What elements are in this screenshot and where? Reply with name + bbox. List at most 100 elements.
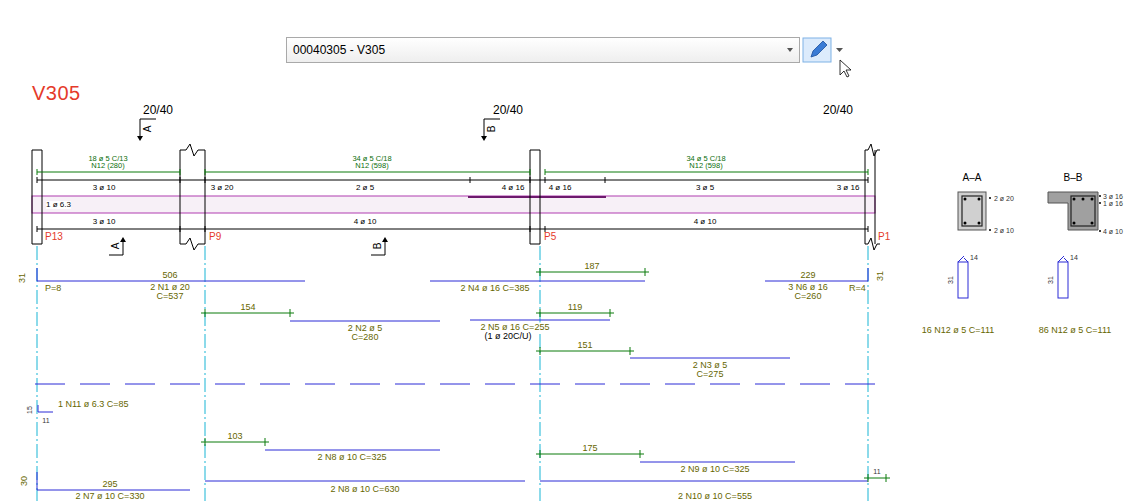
bar-note: 2 ø 5 — [356, 184, 374, 192]
bar-note: 4 ø 16 — [549, 184, 572, 192]
bend-length: 31 — [876, 271, 885, 281]
leader-dot — [989, 197, 991, 199]
stirrup-hook — [1058, 256, 1068, 262]
bend-length: 11 — [42, 417, 49, 424]
section-a — [958, 192, 986, 230]
extra-bar — [468, 196, 606, 198]
separator-line — [35, 384, 880, 385]
arrow-head — [382, 237, 388, 242]
section-cut-mark — [140, 119, 156, 136]
bend-note: R=4 — [849, 284, 866, 293]
bar-shape — [765, 268, 868, 281]
bar-schedule-label: C=537 — [157, 292, 184, 301]
dimension-value: 11 — [873, 468, 880, 475]
dimension-line — [864, 474, 890, 482]
stirrup-shape — [958, 262, 968, 298]
bar-schedule-label: 2 N10 ø 10 C=555 — [678, 492, 752, 501]
beam-outline — [32, 196, 875, 213]
stirrup-hook — [958, 256, 968, 262]
leader-dot — [989, 229, 991, 231]
edit-button — [803, 38, 831, 62]
leader-dot — [1099, 230, 1101, 232]
menu-arrow — [836, 48, 843, 52]
section-bar-note: 3 ø 16 — [1103, 193, 1123, 200]
bar-shape — [430, 281, 645, 282]
section-size: 20/40 — [493, 104, 523, 116]
section-title: A–A — [963, 173, 982, 183]
bar-dot — [1091, 198, 1094, 201]
section-size: 20/40 — [143, 104, 173, 116]
section-stirrup — [1071, 196, 1095, 226]
section-bar-note: 4 ø 10 — [1103, 228, 1123, 235]
axis-line — [37, 246, 38, 501]
dimension-value: 119 — [568, 303, 582, 312]
dimension-value: 229 — [800, 271, 815, 280]
bar-schedule-label: 2 N1 ø 20 — [150, 283, 190, 292]
bar-note: 4 ø 10 — [694, 218, 717, 226]
bar-schedule-label: 1 N11 ø 6.3 C=85 — [58, 400, 129, 409]
section-cut-mark — [109, 241, 123, 255]
bar-schedule-label: C=280 — [352, 333, 379, 342]
bar-note: 3 ø 10 — [93, 184, 116, 192]
bar-schedule-label: 2 N4 ø 16 C=385 — [461, 284, 530, 293]
bar-schedule-label: 86 N12 ø 5 C=111 — [1039, 326, 1111, 335]
arrow-head — [120, 237, 126, 242]
leader-dot — [1099, 195, 1101, 197]
section-mark: B — [373, 243, 383, 250]
bar-note: 3 ø 16 — [837, 184, 860, 192]
section-mark: A — [111, 243, 121, 250]
bend-length: 14 — [1070, 254, 1078, 261]
bar-schedule-label: 16 N12 ø 5 C=111 — [922, 326, 994, 335]
bar-lines — [37, 177, 868, 232]
bar-shape — [540, 481, 868, 482]
dimension-value: 175 — [582, 444, 597, 453]
bar-details — [35, 268, 880, 490]
support-label: P5 — [544, 232, 556, 242]
columns — [32, 144, 880, 250]
mouse-cursor — [840, 60, 851, 77]
section-b — [1048, 192, 1098, 230]
bar-dot — [978, 198, 981, 201]
bar-schedule-label: C=260 — [795, 292, 822, 301]
axis-line — [868, 246, 869, 501]
bar-shape — [470, 320, 610, 321]
section-cut-arrows — [120, 136, 487, 242]
top-bar-line — [37, 180, 868, 181]
dropdown-arrow — [787, 48, 793, 52]
arrow-head — [481, 136, 487, 141]
bend-note: P=8 — [45, 284, 61, 293]
column-outline — [180, 144, 205, 250]
bar-ticks — [37, 177, 868, 183]
bar-dot — [1073, 198, 1076, 201]
section-cut-marks — [109, 119, 500, 255]
bar-note: 4 ø 16 — [502, 184, 525, 192]
stirrup-note: N12 (598) — [689, 162, 722, 170]
stirrup-shape — [1058, 262, 1068, 298]
bar-schedule-label: 3 N6 ø 16 — [788, 283, 828, 292]
bar-note: 3 ø 5 — [696, 184, 714, 192]
dimension-lines — [201, 268, 890, 482]
beam-selector: 00040305 - V305 — [286, 37, 800, 63]
bar-schedule-label: 2 N9 ø 10 C=325 — [681, 465, 750, 474]
section-size: 20/40 — [823, 104, 853, 116]
bend-length: 14 — [970, 254, 978, 261]
support-label: P9 — [209, 232, 221, 242]
axis-lines — [37, 246, 868, 501]
bar-shape — [205, 481, 525, 482]
dimension-value: 295 — [102, 480, 117, 489]
bar-schedule-label: 2 N8 ø 10 C=630 — [331, 485, 400, 494]
bar-dot — [964, 198, 967, 201]
stirrup-line — [37, 172, 868, 173]
bar-note: 3 ø 20 — [211, 184, 234, 192]
stirrup-shapes — [958, 256, 1068, 298]
stirrup-lines — [37, 169, 868, 175]
section-mark: A — [143, 126, 153, 133]
bar-note: (1 ø 20C/U) — [484, 332, 531, 341]
bar-dot — [1073, 222, 1076, 225]
axis-line — [540, 246, 541, 501]
bar-shape — [640, 462, 795, 463]
bend-length: 30 — [20, 476, 29, 486]
